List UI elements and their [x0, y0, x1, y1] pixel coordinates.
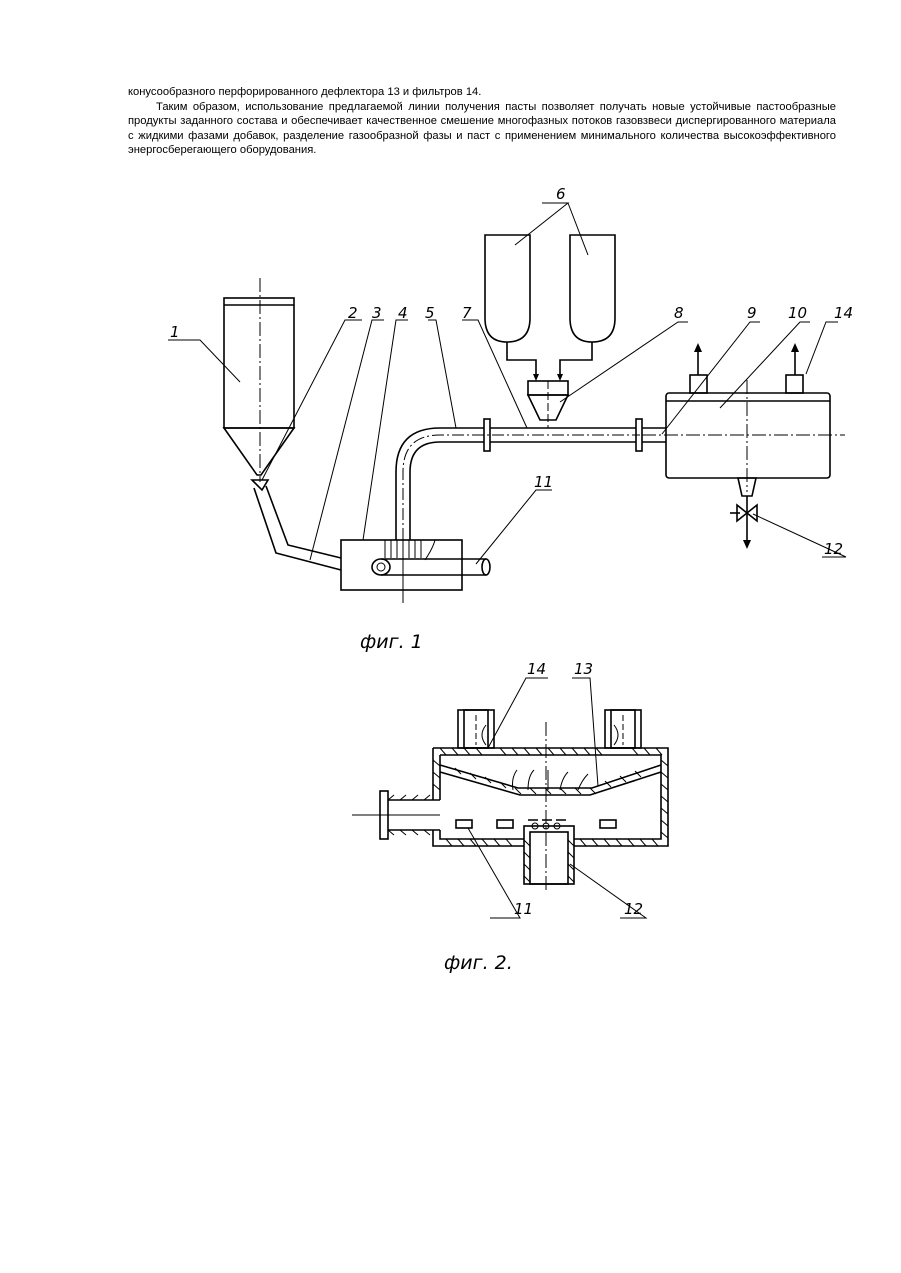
- figure-1-caption: фиг. 1: [360, 631, 423, 653]
- inlet-pipe: [352, 791, 440, 839]
- label-11: 11: [534, 473, 553, 491]
- figure-1: 1 2 3 4 5 6 7 8 9 10 14 11 12 фиг. 1: [168, 185, 853, 653]
- label-12: 12: [824, 540, 843, 558]
- label-5: 5: [425, 304, 435, 322]
- label-8: 8: [674, 304, 684, 322]
- label-9: 9: [747, 304, 757, 322]
- figure-2: 14 13 11 12 фиг. 2.: [352, 660, 668, 974]
- fig2-label-13: 13: [574, 660, 593, 678]
- label-7: 7: [462, 304, 472, 322]
- mixer-unit: [341, 530, 490, 603]
- figure-2-caption: фиг. 2.: [444, 952, 513, 974]
- label-2: 2: [348, 304, 358, 322]
- hopper: [224, 278, 294, 482]
- label-6: 6: [556, 185, 566, 203]
- paste-outlet: [524, 826, 574, 884]
- label-3: 3: [372, 304, 382, 322]
- elbow-pipe: [396, 419, 640, 540]
- fig2-label-14: 14: [527, 660, 546, 678]
- fig2-label-12: 12: [624, 900, 643, 918]
- label-14: 14: [834, 304, 853, 322]
- filter-outlets: [458, 710, 641, 748]
- additive-tanks: [485, 235, 615, 428]
- label-4: 4: [398, 304, 408, 322]
- label-1: 1: [170, 323, 180, 341]
- perforations: [456, 820, 616, 829]
- separator: [642, 343, 845, 549]
- fig2-label-11: 11: [514, 900, 533, 918]
- label-10: 10: [788, 304, 807, 322]
